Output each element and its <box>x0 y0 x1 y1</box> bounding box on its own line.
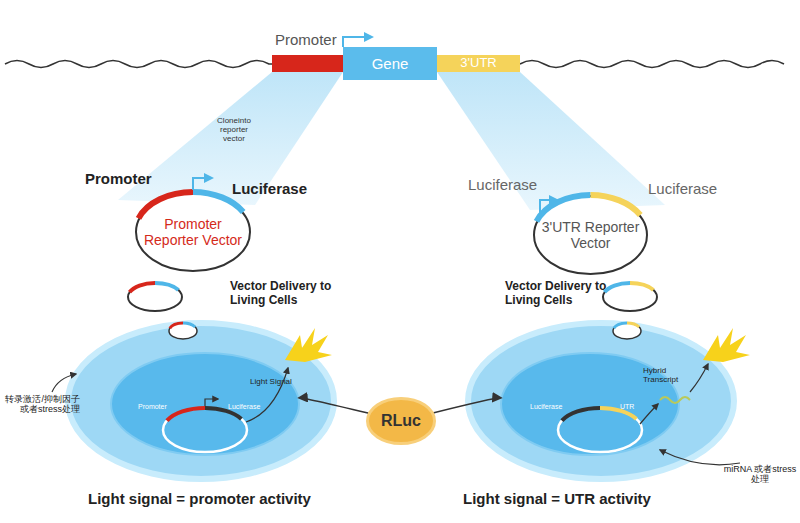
luciferase-arc <box>537 195 591 221</box>
promoter-arc <box>170 323 183 328</box>
utr-arc <box>627 323 639 327</box>
promoter-arc <box>167 408 205 421</box>
ellipse-shape <box>111 353 299 455</box>
part-name: Promoter <box>85 170 152 187</box>
nuclear-plasmid <box>558 408 642 452</box>
treatment-arrow <box>52 374 76 392</box>
luciferase-arc <box>605 283 630 292</box>
promoter-arc <box>130 283 155 292</box>
node-label: Gene <box>372 55 409 72</box>
part-name: Luciferase <box>468 176 537 193</box>
signal-arrow <box>690 364 708 392</box>
cell-ellipse: Light SignalPromoter Luciferase <box>65 320 337 482</box>
small-plasmid <box>613 323 641 339</box>
rluc-ellipse: RLuc <box>366 397 436 445</box>
treatment-arrow <box>660 450 740 465</box>
utr-box: 3'UTR <box>437 55 520 72</box>
label-frame: RLuc <box>366 397 436 445</box>
luciferase-arc <box>562 408 600 421</box>
small-plasmid <box>128 283 182 311</box>
label-frame: Gene <box>343 47 437 80</box>
luciferase-arc <box>155 283 178 290</box>
label-frame: 3'UTR Reporter Vector <box>533 195 648 275</box>
label-frame: 3'UTR <box>437 55 520 72</box>
ellipse-shape <box>468 323 734 479</box>
treatment-text: miRNA 或者stress处理 <box>722 464 798 485</box>
connector-arrow <box>299 398 368 413</box>
node-label: RLuc <box>381 412 421 430</box>
node-label: Promoter Reporter Vector <box>141 216 246 248</box>
ellipse-shape <box>68 323 334 479</box>
ellipse-shape <box>136 193 250 271</box>
connector-arrow <box>434 398 501 413</box>
node-label: Luciferase <box>228 403 260 411</box>
ellipse-shape <box>368 399 435 444</box>
label-frame: Promoter Reporter Vector <box>135 192 251 272</box>
projection-cone <box>118 72 343 205</box>
tss-arrow <box>343 37 372 47</box>
cell-ellipse: Hybrid TranscriptLuciferase UTR <box>465 320 737 482</box>
small-plasmid <box>603 283 657 311</box>
signal-arrow <box>640 404 658 424</box>
projection-cone <box>437 72 665 210</box>
node-label: UTR <box>620 403 634 411</box>
result-text: Light signal = promoter activity <box>88 490 311 507</box>
nucleus-ellipse: Promoter Luciferase <box>110 352 300 456</box>
node-label: Promoter <box>275 31 337 48</box>
light-burst <box>703 328 750 362</box>
node-label: Promoter <box>138 403 167 411</box>
node-label: 3'UTR Reporter Vector <box>541 219 641 251</box>
utr-arc <box>591 195 641 215</box>
promoter-arc <box>139 192 194 218</box>
small-plasmid <box>169 323 197 339</box>
ellipse-shape <box>501 353 679 455</box>
tss-arrow <box>205 399 218 406</box>
transcript-squiggle <box>660 397 690 403</box>
utr-arc <box>630 283 653 290</box>
luciferase-arc <box>614 323 627 328</box>
plasmid-circle: Promoter Reporter Vector <box>135 192 251 272</box>
dna-strand <box>5 61 272 68</box>
node-label: Luciferase <box>530 403 562 411</box>
utr-arc <box>600 408 636 419</box>
ellipse-shape <box>534 196 647 274</box>
dna-strand <box>520 61 784 68</box>
signal-arrow <box>246 368 288 422</box>
node-label: Light Signal <box>250 377 292 386</box>
tss-arrow <box>193 178 212 190</box>
part-name: Luciferase <box>648 180 717 197</box>
treatment-text: 转录激活/抑制因子 或者stress处理 <box>0 394 80 415</box>
plasmid-circle: 3'UTR Reporter Vector <box>533 195 648 275</box>
tss-arrow <box>540 200 557 213</box>
gene-box: Gene <box>343 47 437 80</box>
step-text: Vector Delivery to Living Cells <box>230 280 348 308</box>
node-label: 3'UTR <box>460 56 496 71</box>
note-text: Cloneinto reporter vector <box>210 116 258 144</box>
luciferase-arc <box>205 408 241 419</box>
promoter-box: Promoter <box>272 55 343 72</box>
part-name: Luciferase <box>232 180 307 197</box>
luciferase-arc <box>193 192 243 212</box>
luciferase-arc <box>183 323 195 327</box>
node-label: Hybrid Transcript <box>643 366 685 384</box>
light-burst <box>285 328 332 362</box>
step-text: Vector Delivery to Living Cells <box>505 280 623 308</box>
nuclear-plasmid <box>163 408 247 452</box>
result-text: Light signal = UTR activity <box>463 490 651 507</box>
